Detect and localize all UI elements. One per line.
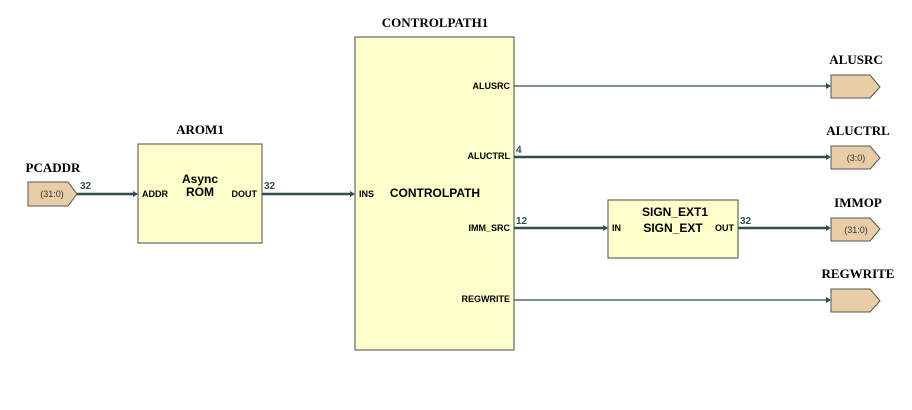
pcaddr-port[interactable]	[27, 181, 78, 207]
immop-port-range: (31:0)	[844, 225, 868, 235]
controlpath-pin-regwrite: REGWRITE	[462, 294, 511, 304]
imm-src-bus-width: 12	[516, 216, 528, 227]
alusrc-port-name: ALUSRC	[829, 52, 882, 67]
aluctrl-bus-width: 4	[516, 145, 522, 156]
aluctrl-port-range: (3:0)	[847, 153, 866, 163]
aluctrl-arrow	[826, 154, 831, 160]
regwrite-port[interactable]	[830, 288, 881, 313]
rom-to-controlpath-arrow	[350, 191, 355, 197]
signext-pin-out: OUT	[715, 223, 735, 233]
arom-label-line2: ROM	[186, 185, 214, 199]
alusrc-arrow	[826, 83, 831, 89]
arom-pin-addr: ADDR	[142, 189, 168, 199]
pcaddr-port-range: (31:0)	[40, 189, 64, 199]
immop-port-name: IMMOP	[834, 195, 882, 210]
controlpath-instance-name: CONTROLPATH1	[382, 15, 488, 30]
aluctrl-port-name: ALUCTRL	[826, 123, 890, 138]
pcaddr-to-rom-arrow	[133, 191, 138, 197]
pcaddr-bus-width: 32	[80, 181, 92, 192]
arom-block[interactable]	[137, 143, 263, 244]
alusrc-port[interactable]	[830, 74, 881, 99]
signext-block[interactable]	[607, 199, 739, 259]
pcaddr-port-name: PCADDR	[26, 160, 81, 175]
controlpath-pin-alusrc: ALUSRC	[473, 81, 511, 91]
immop-port[interactable]	[830, 217, 881, 242]
signext-pin-in: IN	[612, 223, 621, 233]
arom-instance-name: AROM1	[176, 122, 224, 137]
controlpath-block[interactable]	[354, 36, 515, 351]
arom-label-line1: Async	[182, 172, 218, 186]
controlpath-pin-aluctrl: ALUCTRL	[468, 151, 511, 161]
regwrite-port-name: REGWRITE	[822, 266, 895, 281]
controlpath-label: CONTROLPATH	[390, 186, 480, 200]
signext-out-bus-width: 32	[740, 216, 752, 227]
rom-bus-width: 32	[264, 181, 276, 192]
imm-src-arrow	[603, 225, 608, 231]
arom-pin-dout: DOUT	[232, 189, 258, 199]
controlpath-pin-imm-src: IMM_SRC	[468, 223, 510, 233]
signext-out-arrow	[826, 225, 831, 231]
aluctrl-port[interactable]	[830, 145, 881, 170]
regwrite-arrow	[826, 297, 831, 303]
controlpath-pin-ins: INS	[359, 189, 374, 199]
signext-instance-name: SIGN_EXT1	[642, 205, 708, 219]
signext-label: SIGN_EXT	[643, 221, 703, 235]
